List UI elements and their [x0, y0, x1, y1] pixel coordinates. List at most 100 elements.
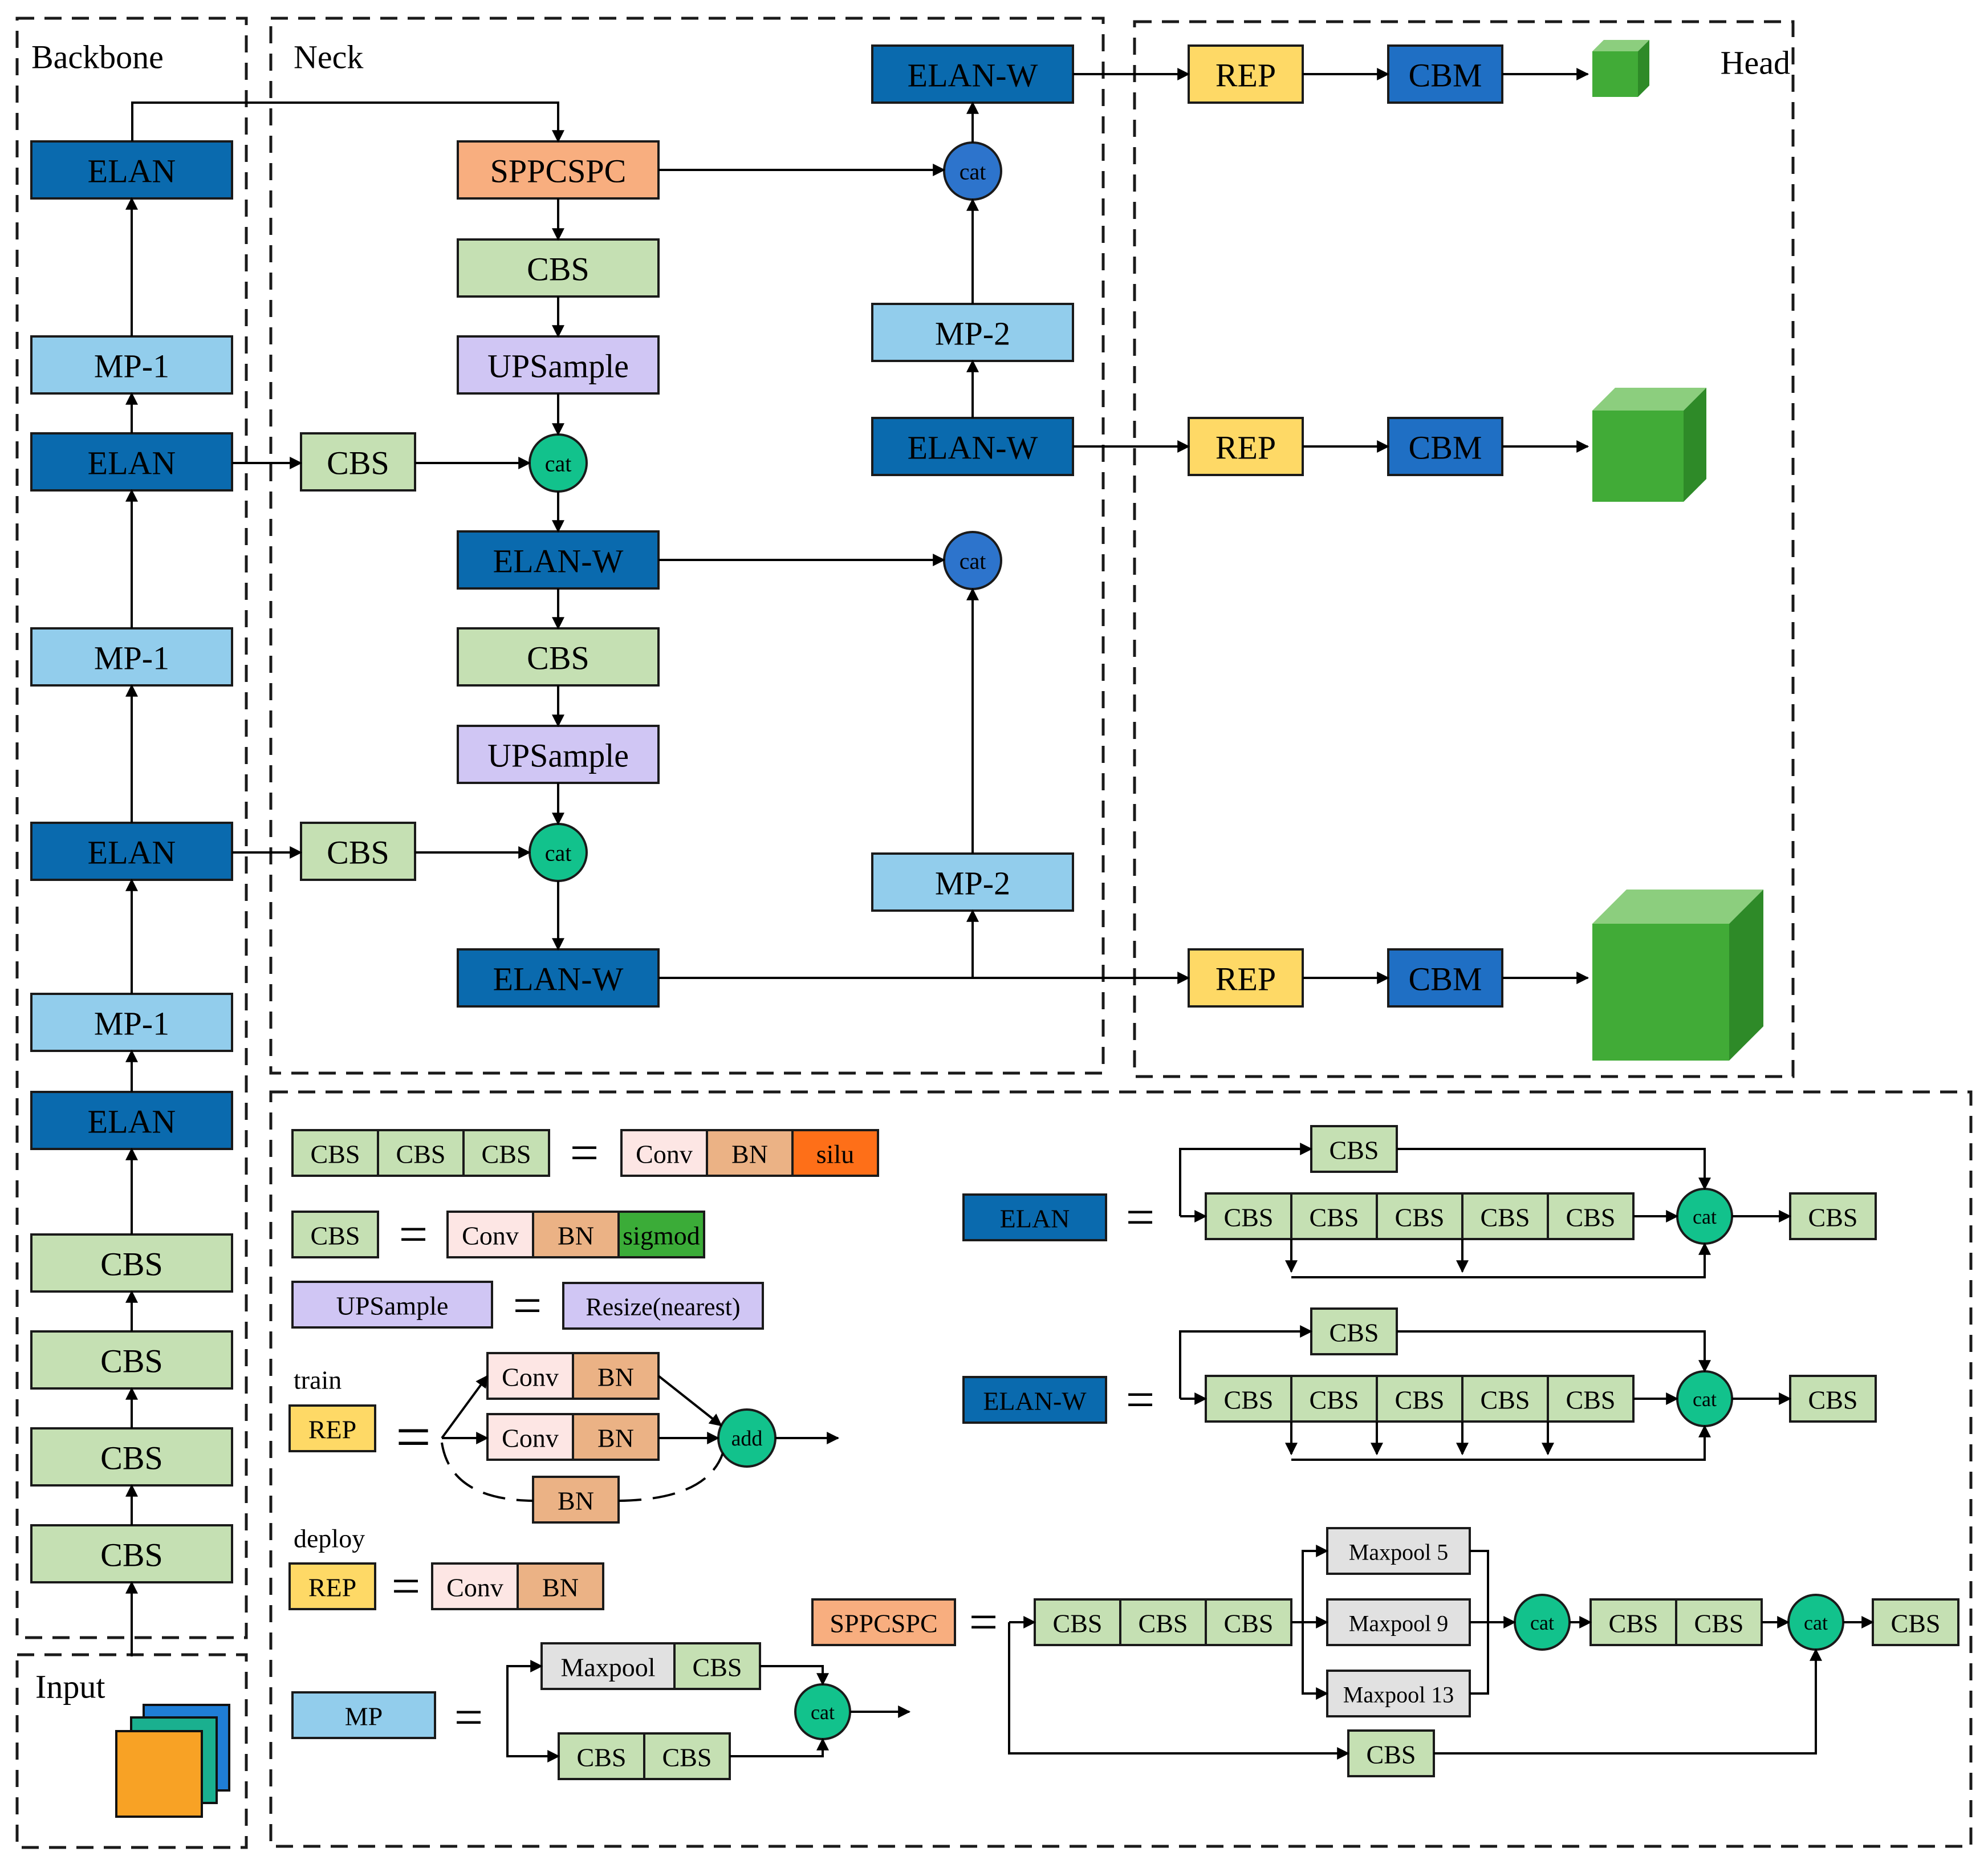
legend-rep-deploy-conv-bn-cell: BN	[542, 1573, 579, 1602]
legend-equals-2: =	[399, 1207, 428, 1263]
legend-equals-4: =	[396, 1402, 431, 1472]
legend-conv-bn-sigmod-cell: sigmod	[623, 1221, 700, 1250]
legend-elan-w-cbs-out-cell: CBS	[1808, 1386, 1858, 1415]
head-cbm-2-label: CBM	[1409, 961, 1482, 998]
legend-rep-deploy-conv-bn-cell: Conv	[446, 1573, 503, 1602]
backbone-elan-2-label: ELAN	[88, 445, 176, 482]
legend-elan-w: ELAN-W	[962, 1376, 1107, 1424]
backbone-elan-0-label: ELAN	[88, 153, 176, 190]
legend-maxpool13: Maxpool 13	[1326, 1670, 1471, 1717]
legend-rep-branch-bn: BN	[532, 1476, 620, 1524]
neck-region	[269, 17, 1105, 1075]
connector	[1397, 1330, 1711, 1373]
legend-sppcspc-cbs-bottom: CBS	[1347, 1729, 1435, 1777]
legend-elan-cat: cat	[1676, 1188, 1733, 1245]
head-output-small	[1592, 40, 1649, 97]
backbone-cbs-7-label: CBS	[100, 1246, 163, 1283]
legend-rep-deploy-cell: REP	[308, 1573, 356, 1602]
neck-elan-w-2: ELAN-W	[457, 948, 660, 1008]
legend-rep-deploy: REP	[288, 1562, 376, 1610]
backbone-elan-6-label: ELAN	[88, 1103, 176, 1140]
neck-upsample-1-label: UPSample	[487, 348, 629, 385]
legend-elan-cbs-out: CBS	[1789, 1192, 1877, 1240]
legend-mp-cbs-cbs-cell: CBS	[577, 1743, 627, 1772]
connector	[1179, 1143, 1313, 1216]
head-output-medium	[1592, 388, 1706, 502]
head-rep-1: REP	[1188, 417, 1304, 476]
legend-sppcspc-cbs-chain-cell: CBS	[1139, 1609, 1188, 1638]
neck-lateral-cbs-1-label: CBS	[327, 445, 389, 482]
legend-elan-w-cat-label: cat	[1693, 1388, 1717, 1411]
legend-cbs-cell: CBS	[311, 1221, 360, 1250]
legend-cbs-row-cell: CBS	[311, 1140, 360, 1169]
neck-elan-w-2-label: ELAN-W	[493, 961, 624, 998]
legend-elan-cbs-top: CBS	[1310, 1125, 1398, 1173]
legend-elan-cbs-chain-cell: CBS	[1224, 1203, 1274, 1232]
legend-elan-cbs-out-cell: CBS	[1808, 1203, 1858, 1232]
backbone-mp1-1: MP-1	[30, 335, 233, 395]
head-rep-0-label: REP	[1215, 57, 1276, 94]
legend-rep-train-cell: REP	[308, 1415, 356, 1444]
legend-elan-cell: ELAN	[1000, 1204, 1070, 1233]
connector	[1291, 1424, 1711, 1461]
legend-equals-7: =	[1126, 1189, 1155, 1246]
legend-rep-identity-left	[441, 1442, 534, 1502]
legend-mp-cat: cat	[794, 1683, 851, 1740]
legend-sppcspc-cat-2-label: cat	[1804, 1611, 1828, 1634]
legend-maxpool5: Maxpool 5	[1326, 1527, 1471, 1575]
neck-cat-3-label: cat	[960, 159, 986, 185]
backbone-cbs-8: CBS	[30, 1330, 233, 1390]
legend-equals-6: =	[454, 1690, 483, 1746]
legend-conv-bn-silu-cell: Conv	[636, 1140, 693, 1169]
legend-mp-cat-label: cat	[811, 1701, 835, 1724]
neck-mp2-1-label: MP-2	[935, 315, 1010, 352]
legend-sppcspc: SPPCSPC	[811, 1598, 956, 1646]
legend-cbs: CBS	[291, 1211, 379, 1258]
legend-sppcspc-cbs-bottom-cell: CBS	[1367, 1740, 1416, 1769]
legend-equals-3: =	[513, 1278, 542, 1334]
legend-mp: MP	[291, 1691, 436, 1739]
connector	[441, 1375, 489, 1439]
legend-upsample-cell: UPSample	[336, 1292, 449, 1321]
connector	[1397, 1148, 1711, 1191]
legend-equals-9: =	[969, 1594, 998, 1651]
neck-cat-4: cat	[943, 531, 1002, 590]
head-rep-0: REP	[1188, 44, 1304, 104]
backbone-cbs-7: CBS	[30, 1233, 233, 1293]
legend-sppcspc-cbs-out: CBS	[1872, 1598, 1959, 1646]
neck-elan-w-3-label: ELAN-W	[908, 57, 1038, 94]
legend-deploy-label: deploy	[294, 1524, 365, 1553]
neck-elan-w-4: ELAN-W	[871, 417, 1074, 476]
legend-maxpool13-cell: Maxpool 13	[1343, 1682, 1454, 1708]
legend-rep-branch-1-cell: Conv	[502, 1363, 559, 1392]
legend-mp-cbs-cbs-cell: CBS	[662, 1743, 712, 1772]
connector	[131, 101, 564, 143]
legend-sppcspc-cbs-chain-cell: CBS	[1053, 1609, 1103, 1638]
legend-elan-w-cbs-top-cell: CBS	[1330, 1318, 1379, 1347]
head-title: Head	[1721, 44, 1790, 82]
neck-cbs-2: CBS	[457, 627, 660, 687]
head-rep-2-label: REP	[1215, 961, 1276, 998]
neck-sppcspc: SPPCSPC	[457, 140, 660, 200]
head-rep-1-label: REP	[1215, 429, 1276, 466]
legend-elan-cat-label: cat	[1693, 1205, 1717, 1228]
input-image-stack	[115, 1704, 230, 1818]
connector	[1434, 1648, 1822, 1755]
head-cbm-1: CBM	[1387, 417, 1503, 476]
connector	[1291, 1242, 1711, 1278]
legend-conv-bn-silu-cell: silu	[816, 1140, 854, 1169]
legend-equals-1: =	[570, 1125, 599, 1181]
legend-elan-w-cbs-chain-cell: CBS	[1395, 1386, 1445, 1415]
head-cbm-1-label: CBM	[1409, 429, 1482, 466]
legend-resize: Resize(nearest)	[562, 1282, 764, 1330]
neck-title: Neck	[294, 39, 363, 76]
legend-add-node-label: add	[731, 1427, 763, 1451]
legend-elan-w-cbs-chain-cell: CBS	[1224, 1386, 1274, 1415]
